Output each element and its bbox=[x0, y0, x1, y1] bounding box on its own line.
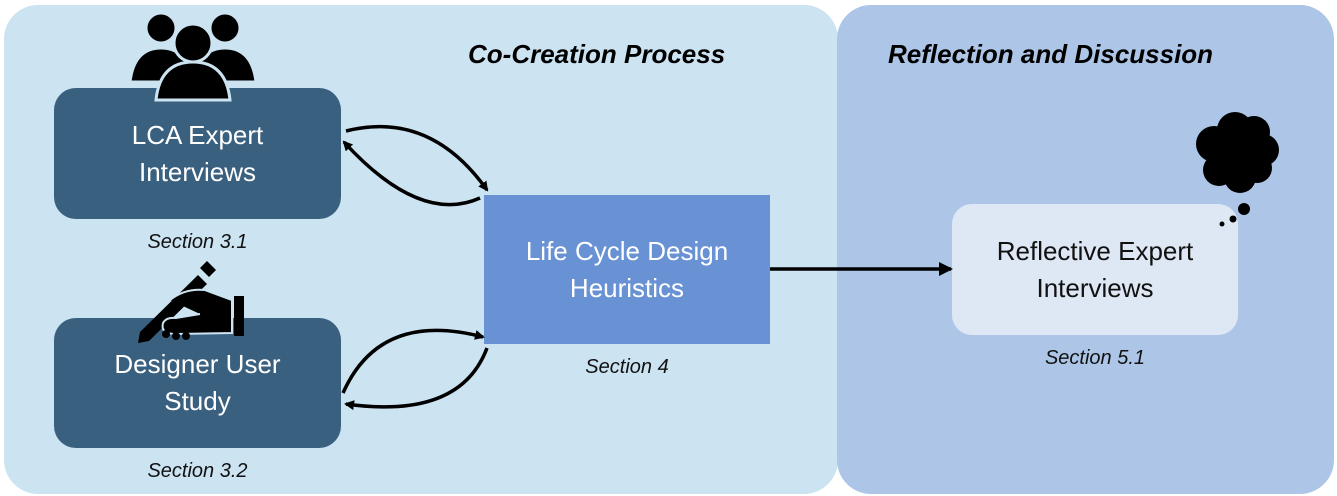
thought-cloud-icon bbox=[1196, 112, 1279, 227]
node-label-line1: LCA Expert bbox=[131, 119, 264, 150]
reflective-expert-interviews-node: Reflective Expert Interviews bbox=[952, 204, 1238, 335]
arrow-heuristics-to-designer bbox=[344, 347, 489, 411]
node-label-line2: Heuristics bbox=[569, 272, 685, 303]
people-group-icon bbox=[128, 11, 258, 102]
node-label-line1: Life Cycle Design bbox=[525, 235, 729, 266]
section-caption-reflective: Section 5.1 bbox=[1044, 347, 1146, 369]
lca-expert-interviews-node: LCA Expert Interviews bbox=[54, 88, 341, 219]
node-label-line1: Reflective Expert bbox=[996, 235, 1194, 266]
section-caption-heuristics: Section 4 bbox=[585, 356, 669, 378]
designer-user-study-node: Designer User Study bbox=[54, 318, 341, 448]
arrow-heuristics-to-lca bbox=[342, 140, 481, 207]
node-label-line2: Interviews bbox=[1036, 272, 1154, 303]
hand-writing-pencil-icon bbox=[138, 261, 244, 343]
co-creation-title: Co-Creation Process bbox=[468, 39, 726, 69]
node-label-line2: Study bbox=[164, 386, 231, 416]
section-caption-lca: Section 3.1 bbox=[147, 231, 248, 253]
node-label-line2: Interviews bbox=[138, 156, 257, 187]
reflection-title: Reflection and Discussion bbox=[888, 39, 1214, 69]
arrow-lca-to-heuristics bbox=[345, 124, 489, 192]
node-label-line1: Designer User bbox=[114, 349, 281, 379]
section-caption-designer: Section 3.2 bbox=[147, 460, 248, 482]
arrow-designer-to-heuristics bbox=[341, 328, 485, 394]
life-cycle-design-heuristics-node: Life Cycle Design Heuristics bbox=[484, 195, 770, 344]
